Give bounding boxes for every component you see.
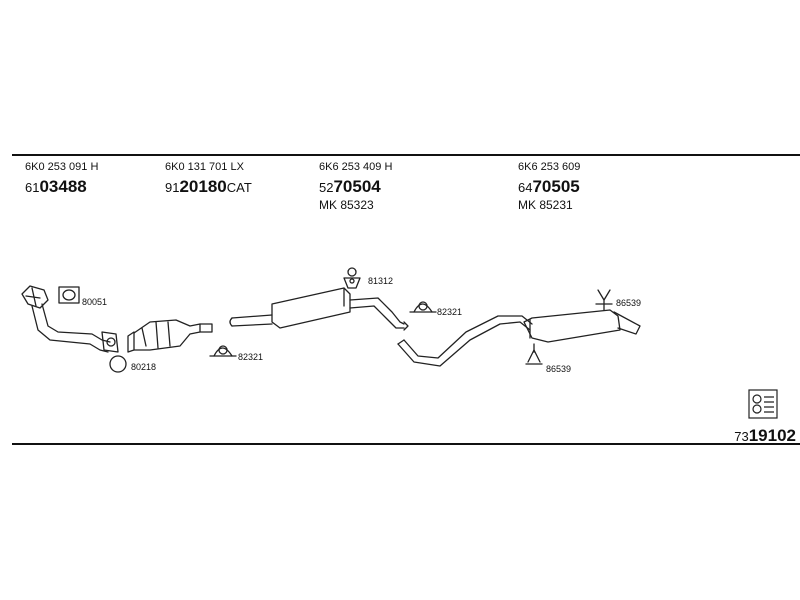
diagram-number-main: 19102	[748, 426, 796, 445]
middle-silencer-drawing	[229, 287, 409, 331]
gasket-drawing	[58, 286, 80, 304]
label-81312: 81312	[368, 276, 394, 286]
part-main: 03488	[39, 177, 87, 196]
part-prefix: 61	[25, 180, 40, 195]
bottom-divider	[12, 443, 800, 445]
label-80051: 80051	[82, 297, 108, 307]
oem-number: 6K6 253 609	[518, 161, 581, 173]
clamp-drawing	[409, 301, 437, 313]
part-number: 9120180CAT	[165, 178, 252, 195]
label-80218: 80218	[131, 362, 157, 372]
part-prefix: 91	[165, 180, 180, 195]
label-86539: 86539	[546, 364, 572, 374]
oem-number: 6K0 253 091 H	[25, 161, 99, 173]
top-divider	[12, 154, 800, 156]
clamp-drawing	[209, 345, 237, 357]
part-number: 6103488	[25, 178, 98, 195]
part-main: 70505	[532, 177, 580, 196]
label-86539: 86539	[616, 298, 642, 308]
mounting-kit-icon	[748, 389, 778, 419]
hanger-drawing	[595, 289, 613, 311]
part-suffix: CAT	[226, 180, 252, 195]
front-pipe-drawing	[21, 285, 119, 353]
mount-kit-number: MK 85323	[319, 198, 374, 212]
header-column-front-pipe: 6K0 253 091 H 6103488	[25, 161, 99, 196]
part-prefix: 52	[319, 180, 334, 195]
oem-number: 6K0 131 701 LX	[165, 161, 244, 173]
part-main: 70504	[333, 177, 381, 196]
header-column-catalyst: 6K0 131 701 LX 9120180CAT	[165, 161, 252, 196]
header-column-rear-silencer: 6K6 253 609 6470505 MK 85231	[518, 161, 581, 212]
part-prefix: 64	[518, 180, 533, 195]
oem-number: 6K6 253 409 H	[319, 161, 393, 173]
diagram-number-prefix: 73	[734, 429, 749, 444]
label-82321: 82321	[437, 307, 463, 317]
part-number: 5270504	[319, 178, 392, 195]
hanger-drawing	[343, 267, 361, 289]
rear-silencer-drawing	[397, 309, 641, 367]
catalyst-drawing	[127, 319, 213, 353]
mount-kit-number: MK 85231	[518, 198, 573, 212]
part-number: 6470505	[518, 178, 580, 195]
ring-drawing	[109, 355, 127, 373]
label-82321: 82321	[238, 352, 264, 362]
part-main: 20180	[179, 177, 227, 196]
header-column-middle-silencer: 6K6 253 409 H 5270504 MK 85323	[319, 161, 393, 212]
diagram-number: 7319102	[734, 426, 796, 446]
hanger-drawing	[525, 343, 543, 365]
